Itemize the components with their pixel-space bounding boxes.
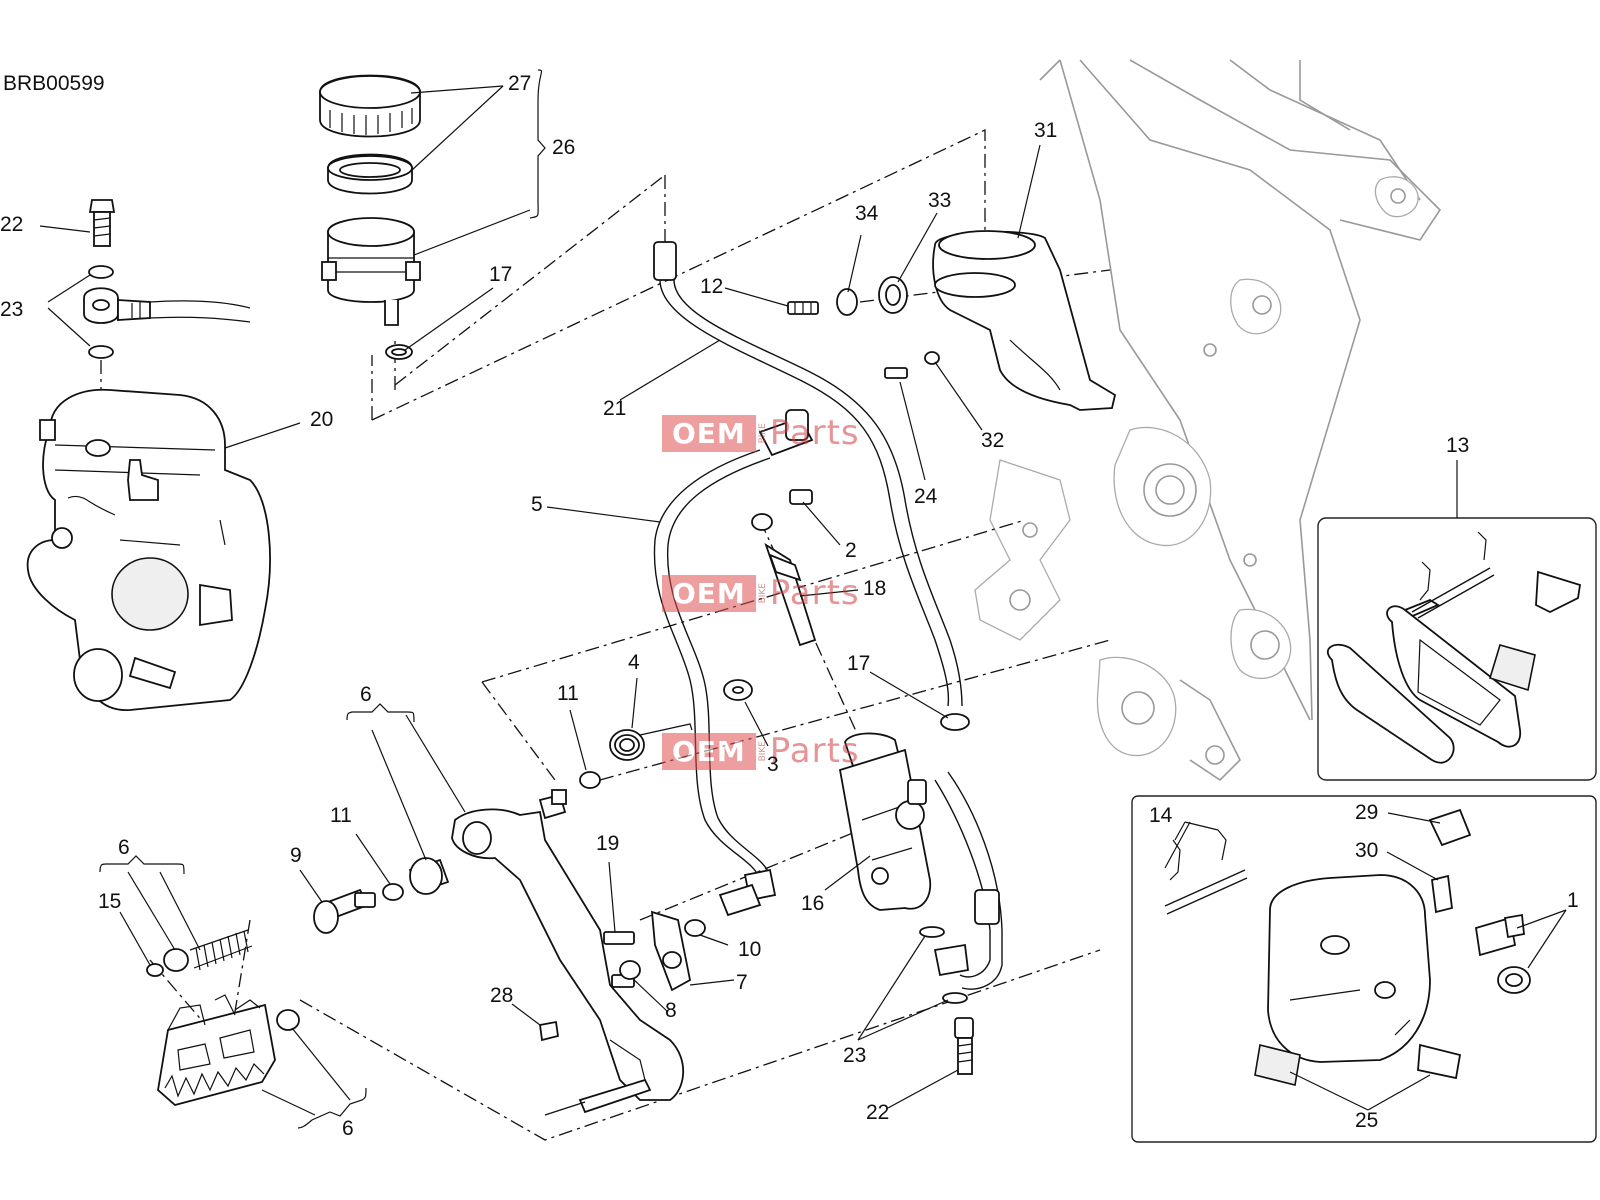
caliper-kit-box bbox=[1131, 795, 1597, 1143]
watermark: OEM BIKE Parts bbox=[662, 412, 860, 454]
callout-6: 6 bbox=[118, 836, 130, 859]
callout-3: 3 bbox=[767, 753, 779, 776]
callout-23: 23 bbox=[843, 1044, 867, 1067]
watermark-brand: OEM bbox=[662, 574, 756, 612]
callout-18: 18 bbox=[863, 577, 887, 600]
master-cylinder-pushrod bbox=[723, 489, 817, 701]
callout-33: 33 bbox=[928, 189, 952, 212]
pedal-switch-bracket bbox=[603, 910, 706, 992]
brake-pedal bbox=[451, 789, 685, 1116]
callout-11: 11 bbox=[557, 682, 579, 705]
callout-32: 32 bbox=[981, 429, 1005, 452]
callout-8: 8 bbox=[665, 999, 677, 1022]
callout-21: 21 bbox=[603, 397, 627, 420]
watermark-small: BIKE bbox=[757, 422, 768, 444]
callout-17: 17 bbox=[489, 263, 513, 286]
callout-14: 14 bbox=[1149, 804, 1173, 827]
callout-24: 24 bbox=[914, 485, 938, 508]
watermark-brand: OEM bbox=[662, 732, 756, 770]
banjo-hose-assembly bbox=[83, 199, 251, 450]
callout-19: 19 bbox=[596, 832, 620, 855]
callout-10: 10 bbox=[738, 938, 762, 961]
callout-27: 27 bbox=[508, 72, 532, 95]
callout-4: 4 bbox=[628, 651, 640, 674]
leader-lines bbox=[39, 69, 1567, 1129]
pads-kit-box bbox=[1317, 517, 1597, 781]
callout-31: 31 bbox=[1034, 119, 1058, 142]
callout-12: 12 bbox=[700, 275, 724, 298]
brake-caliper-left bbox=[26, 388, 271, 711]
callout-30: 30 bbox=[1355, 839, 1379, 862]
callout-25: 25 bbox=[1355, 1109, 1379, 1132]
callout-29: 29 bbox=[1355, 801, 1379, 824]
callout-13: 13 bbox=[1446, 434, 1470, 457]
diagram-code: BRB00599 bbox=[3, 72, 105, 95]
watermark-brand: OEM bbox=[662, 414, 756, 452]
callout-11: 11 bbox=[330, 804, 352, 827]
callout-34: 34 bbox=[855, 202, 879, 225]
brake-reservoir-assembly bbox=[319, 74, 421, 360]
callout-6: 6 bbox=[360, 683, 372, 706]
callout-23: 23 bbox=[0, 298, 24, 321]
callout-22: 22 bbox=[866, 1101, 890, 1124]
callout-26: 26 bbox=[552, 136, 576, 159]
lower-banjo-bolt bbox=[919, 926, 974, 1075]
callout-1: 1 bbox=[1567, 889, 1579, 912]
brake-line bbox=[653, 409, 814, 917]
callout-16: 16 bbox=[801, 892, 825, 915]
callout-22: 22 bbox=[0, 213, 24, 236]
callout-15: 15 bbox=[98, 890, 122, 913]
pedal-pivot-hardware bbox=[313, 723, 693, 934]
master-cylinder bbox=[838, 732, 1003, 990]
watermark-suffix: Parts bbox=[769, 573, 860, 613]
watermark-suffix: Parts bbox=[769, 731, 860, 771]
footpeg-assembly bbox=[146, 929, 300, 1106]
watermark: OEM BIKE Parts bbox=[662, 730, 860, 772]
callout-20: 20 bbox=[310, 408, 334, 431]
callout-28: 28 bbox=[490, 984, 514, 1007]
callout-5: 5 bbox=[531, 493, 543, 516]
motorcycle-frame bbox=[974, 59, 1442, 782]
watermark: OEM BIKE Parts bbox=[662, 572, 860, 614]
watermark-small: BIKE bbox=[757, 582, 768, 604]
reservoir-bracket bbox=[787, 230, 1117, 411]
callout-2: 2 bbox=[845, 539, 857, 562]
callout-17: 17 bbox=[847, 652, 871, 675]
callout-7: 7 bbox=[736, 971, 748, 994]
reservoir-hose bbox=[653, 241, 970, 731]
assembly-lines bbox=[149, 128, 1111, 1141]
watermark-suffix: Parts bbox=[769, 413, 860, 453]
callout-6: 6 bbox=[342, 1117, 354, 1140]
callout-9: 9 bbox=[290, 844, 302, 867]
